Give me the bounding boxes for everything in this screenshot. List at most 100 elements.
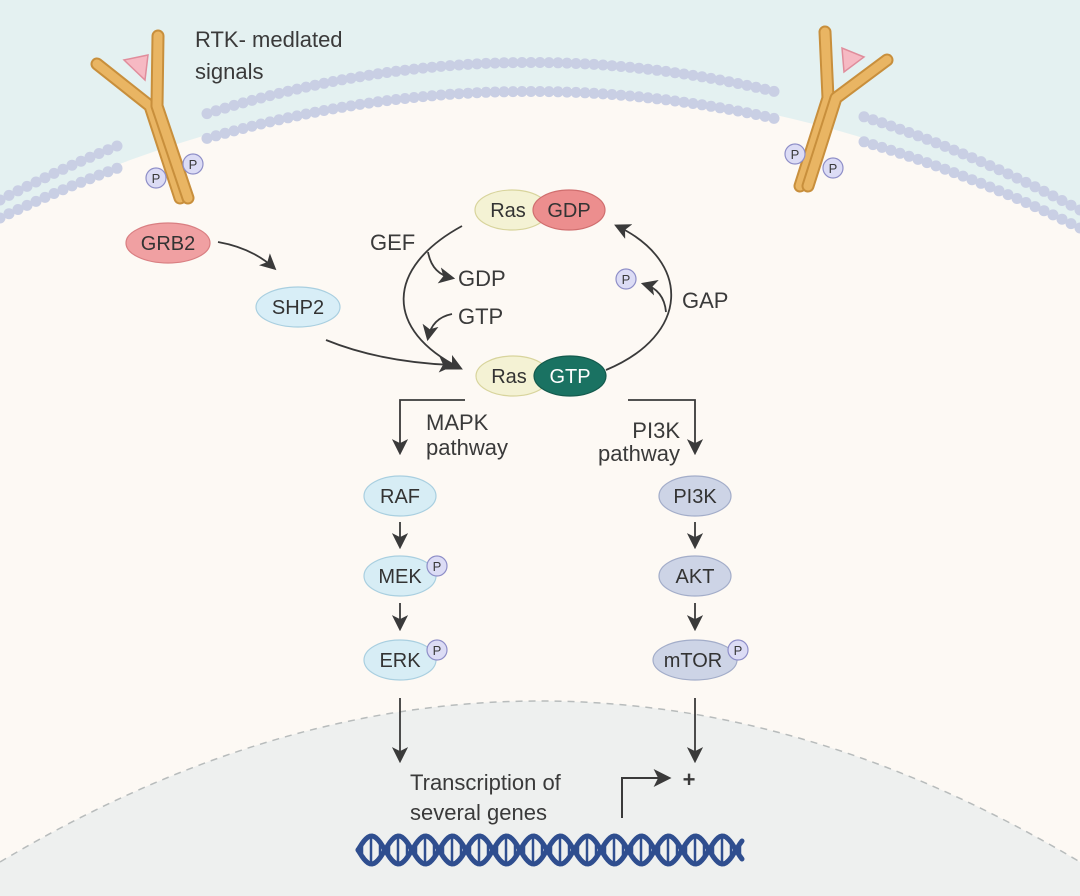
membrane-bead (102, 144, 114, 156)
membrane-bead (408, 63, 420, 75)
membrane-bead (93, 169, 105, 181)
membrane-bead (903, 150, 915, 162)
membrane-bead (327, 103, 339, 115)
svg-text:PI3K: PI3K (673, 486, 717, 508)
membrane-bead (453, 88, 465, 100)
membrane-bead (264, 90, 276, 102)
membrane-bead (741, 79, 753, 91)
membrane-bead (678, 68, 690, 80)
membrane-bead (1038, 205, 1050, 217)
membrane-bead (93, 148, 105, 159)
gap-label: GAP (682, 288, 728, 313)
membrane-bead (102, 166, 114, 178)
svg-text:AKT: AKT (676, 566, 715, 588)
membrane-bead (669, 95, 681, 107)
membrane-bead (3, 189, 15, 201)
membrane-bead (912, 153, 924, 165)
gef-arrow (402, 225, 463, 370)
erk-node: ERK (363, 639, 437, 681)
membrane-bead (1047, 209, 1059, 221)
phospho-badge: P (784, 143, 806, 165)
membrane-bead (417, 62, 429, 74)
membrane-bead (930, 137, 942, 149)
membrane-bead (237, 123, 249, 134)
membrane-bead (705, 100, 717, 112)
membrane-bead (480, 57, 492, 69)
membrane-bead (534, 57, 546, 68)
membrane-bead (12, 204, 24, 215)
membrane-bead (57, 184, 69, 196)
membrane-bead (318, 105, 330, 116)
plus-sign: + (683, 767, 696, 792)
membrane-bead (309, 79, 321, 91)
membrane-bead (750, 81, 762, 93)
ras-gtp-complex: Ras GTP (475, 355, 607, 397)
mapk-branch-arrow (391, 399, 465, 456)
svg-text:P: P (734, 643, 743, 658)
membrane-bead (372, 96, 384, 108)
membrane-bead (948, 167, 960, 179)
membrane-bead (219, 127, 231, 139)
svg-text:P: P (152, 171, 161, 186)
membrane-bead (651, 93, 663, 105)
dna-strand (355, 833, 745, 867)
svg-text:Ras: Ras (491, 366, 527, 388)
membrane-bead (75, 176, 87, 188)
membrane-bead (408, 92, 420, 103)
svg-text:P: P (189, 157, 198, 172)
membrane-bead (462, 87, 474, 99)
membrane-bead (966, 174, 978, 186)
svg-text:SHP2: SHP2 (272, 297, 324, 319)
membrane-bead (372, 68, 384, 80)
membrane-bead (930, 160, 942, 172)
membrane-bead (390, 65, 402, 77)
shp2-to-ras-arrow (325, 339, 456, 373)
membrane-bead (588, 58, 600, 70)
membrane-bead (552, 57, 564, 69)
dna-double-helix (355, 833, 745, 867)
membrane-bead (273, 114, 285, 126)
membrane-bead (966, 152, 978, 164)
membrane-bead (1065, 218, 1077, 230)
membrane-bead (606, 60, 618, 72)
membrane-bead (291, 83, 303, 95)
shp2-node: SHP2 (255, 286, 341, 328)
membrane-bead (525, 57, 537, 68)
membrane-bead (525, 86, 537, 97)
membrane-bead (489, 86, 501, 98)
membrane-bead (984, 160, 996, 172)
membrane-bead (1056, 195, 1068, 206)
membrane-bead (660, 94, 672, 106)
receptor-right (793, 25, 894, 193)
membrane-bead (309, 106, 321, 118)
membrane-bead (921, 157, 933, 169)
grb2-to-shp2-arrow (217, 241, 277, 271)
phosphate-release-arrow (640, 279, 667, 313)
membrane-bead (84, 151, 96, 163)
membrane-bead (255, 92, 267, 104)
membrane-bead (579, 87, 591, 99)
phospho-badge: P (426, 555, 448, 577)
nuclear-envelope (0, 700, 1080, 863)
membrane-bead (561, 86, 573, 98)
membrane-bead (210, 105, 222, 117)
membrane-bead (300, 81, 312, 93)
gef-label: GEF (370, 230, 415, 255)
membrane-bead (624, 90, 636, 102)
membrane-bead (660, 65, 672, 77)
receptor-left (90, 29, 195, 205)
membrane-bead (696, 99, 708, 111)
membrane-bead (543, 86, 555, 98)
membrane-bead (48, 188, 60, 199)
membrane-bead (273, 87, 285, 99)
membrane-bead (858, 111, 870, 123)
membrane-bead (678, 96, 690, 108)
membrane-bead (201, 108, 213, 120)
membrane-bead (453, 59, 465, 71)
svg-text:ERK: ERK (379, 650, 421, 672)
membrane-bead (1056, 213, 1068, 225)
transcription-label: several genes (410, 800, 547, 825)
svg-text:GTP: GTP (549, 366, 590, 388)
svg-text:GDP: GDP (547, 200, 590, 222)
